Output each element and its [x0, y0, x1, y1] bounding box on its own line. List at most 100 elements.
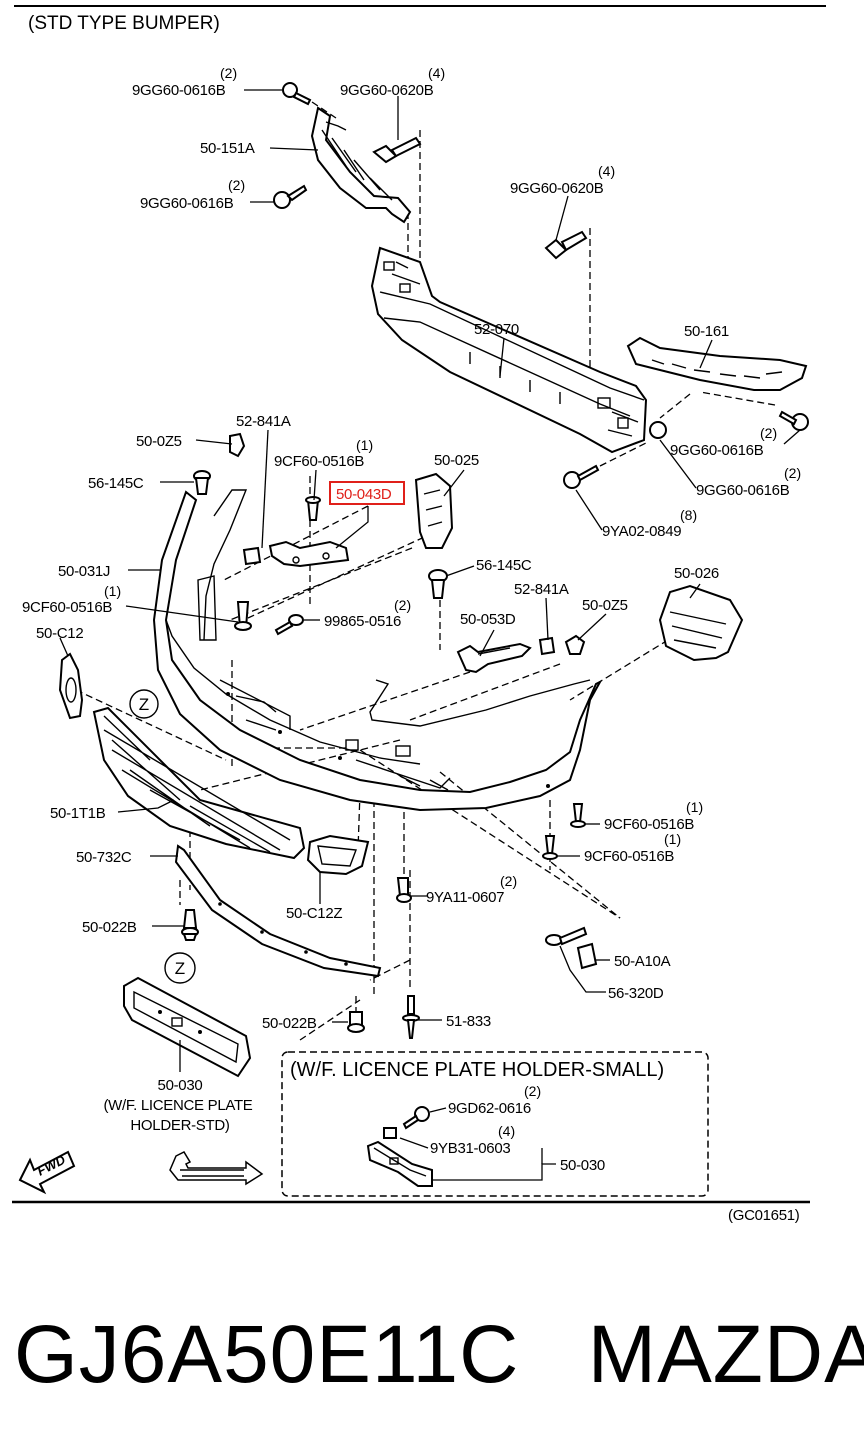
label-50-031j: 50-031J	[58, 563, 110, 580]
label-9ya11-0607: 9YA11-0607	[426, 889, 504, 906]
label-52-841a-top: 52-841A	[236, 413, 291, 430]
std-holder-caption-1: 50-030	[158, 1077, 203, 1094]
orientation-arrow-icon	[169, 1151, 264, 1186]
clip-50-022b-left	[181, 909, 199, 941]
qty-9yb31-0603: (4)	[498, 1123, 515, 1139]
label-50-732c: 50-732C	[76, 849, 132, 866]
bracket-50-053d	[456, 642, 532, 674]
callout-labels: (2) 9GG60-0616B (4) 9GG60-0620B 50-151A …	[22, 65, 801, 1174]
label-9gd62-0616: 9GD62-0616	[448, 1100, 531, 1117]
label-9gg60-0616b-r1: 9GG60-0616B	[670, 442, 764, 459]
label-52-841a-mid: 52-841A	[514, 581, 569, 598]
bumper-cover-50-031j	[152, 489, 603, 812]
label-9yb31-0603: 9YB31-0603	[430, 1140, 510, 1157]
label-50-c12z: 50-C12Z	[286, 905, 342, 922]
label-50-025: 50-025	[434, 452, 479, 469]
qty-9gg60-0616b-r1: (2)	[760, 425, 777, 441]
clip-56-145c-left	[193, 470, 211, 495]
cutoff-code: (GC01651)	[728, 1207, 800, 1224]
qty-9ya11-0607: (2)	[500, 873, 517, 889]
label-9gg60-0616b-top: 9GG60-0616B	[132, 82, 226, 99]
bolt-9gg60-0620b-right	[544, 230, 588, 260]
label-56-320d: 56-320D	[608, 985, 664, 1002]
label-50-043d: 50-043D	[336, 486, 392, 503]
label-50-1t1b: 50-1T1B	[50, 805, 106, 822]
qty-99865-0516: (2)	[394, 597, 411, 613]
std-holder-caption-2: (W/F. LICENCE PLATE	[103, 1097, 252, 1114]
label-50-161: 50-161	[684, 323, 729, 340]
screw-9cf60-0516b-top	[305, 496, 321, 521]
label-50-151a: 50-151A	[200, 140, 255, 157]
bracket-50-025	[414, 472, 454, 549]
plate-holder-50-030-std	[123, 976, 252, 1078]
strip-50-732c	[174, 844, 382, 978]
clip-52-841a-top	[242, 546, 262, 566]
clip-50-0z5-top	[229, 432, 246, 458]
label-50-0z5-top: 50-0Z5	[136, 433, 182, 450]
qty-9gg60-0620b-top: (4)	[428, 65, 445, 81]
cover-50-c12z	[306, 834, 370, 876]
label-9cf60-0516b-r1: 9CF60-0516B	[604, 816, 694, 833]
small-holder-box: (W/F. LICENCE PLATE HOLDER-SMALL)	[281, 1051, 709, 1197]
bracket-50-161	[626, 336, 808, 391]
label-50-0z5-mid: 50-0Z5	[582, 597, 628, 614]
qty-9gg60-0616b-left: (2)	[228, 177, 245, 193]
part-number: GJ6A50E11C	[14, 1309, 520, 1400]
qty-9cf60-0516b-top: (1)	[356, 437, 373, 453]
label-50-022b-left: 50-022B	[82, 919, 137, 936]
qty-9cf60-0516b-r1: (1)	[686, 799, 703, 815]
plate-holder-50-030-small	[366, 1140, 433, 1187]
nut-9yb31-0603	[383, 1127, 397, 1139]
highlight-50-043d: 50-043D	[329, 481, 405, 505]
bolt-9gg60-0616b-top	[282, 82, 312, 106]
label-50-a10a: 50-A10A	[614, 953, 671, 970]
view-marker-z-lower: Z	[164, 952, 196, 984]
fog-bracket-50-026	[658, 584, 744, 662]
label-9gg60-0616b-r2: 9GG60-0616B	[696, 482, 790, 499]
screw-51-833	[402, 995, 420, 1039]
label-51-833: 51-833	[446, 1013, 491, 1030]
bolt-9gg60-0620b-top	[372, 136, 422, 164]
screw-9cf60-0516b-left	[234, 601, 252, 631]
bracket-50-043d	[268, 540, 350, 568]
qty-9gg60-0616b-r2: (2)	[784, 465, 801, 481]
label-56-145c-mid: 56-145C	[476, 557, 532, 574]
qty-9ya02-0849: (8)	[680, 507, 697, 523]
label-9ya02-0849: 9YA02-0849	[602, 523, 681, 540]
qty-9cf60-0516b-r2: (1)	[664, 831, 681, 847]
screw-99865-0516	[274, 614, 304, 636]
label-50-022b-bottom: 50-022B	[262, 1015, 317, 1032]
view-marker-z-upper: Z	[129, 689, 159, 719]
svg-text:Z: Z	[175, 959, 185, 978]
bolt-9gg60-0616b-r2	[649, 421, 667, 439]
qty-9gg60-0616b-top: (2)	[220, 65, 237, 81]
bolt-9ya02-0849	[563, 464, 600, 489]
label-50-053d: 50-053D	[460, 611, 516, 628]
diagram-header: (STD TYPE BUMPER)	[28, 13, 220, 34]
qty-9gg60-0620b-right: (4)	[598, 163, 615, 179]
screw-9ya11-0607	[396, 877, 412, 903]
qty-9gd62-0616: (2)	[524, 1083, 541, 1099]
label-9cf60-0516b-r2: 9CF60-0516B	[584, 848, 674, 865]
tow-hook-50-a10a	[545, 926, 588, 946]
label-9cf60-0516b-left: 9CF60-0516B	[22, 599, 112, 616]
cover-50-c12	[58, 652, 84, 720]
clip-56-145c-mid	[428, 569, 448, 599]
label-99865-0516: 99865-0516	[324, 613, 401, 630]
bolt-9gg60-0616b-left	[273, 184, 308, 209]
label-9cf60-0516b-top: 9CF60-0516B	[274, 453, 364, 470]
cap-56-320d	[576, 942, 598, 970]
label-50-026: 50-026	[674, 565, 719, 582]
label-52-070: 52-070	[474, 321, 519, 338]
clip-50-0z5-mid	[564, 634, 586, 655]
footer: GJ6A50E11C MAZDA	[14, 1300, 864, 1410]
std-holder-caption-3: HOLDER-STD)	[130, 1117, 230, 1134]
svg-text:Z: Z	[139, 695, 149, 714]
brand-name: MAZDA	[587, 1309, 864, 1400]
label-9gg60-0616b-left: 9GG60-0616B	[140, 195, 234, 212]
qty-9cf60-0516b-left: (1)	[104, 583, 121, 599]
grille-50-1t1b	[92, 706, 306, 860]
label-9gg60-0620b-right: 9GG60-0620B	[510, 180, 604, 197]
label-9gg60-0620b-top: 9GG60-0620B	[340, 82, 434, 99]
